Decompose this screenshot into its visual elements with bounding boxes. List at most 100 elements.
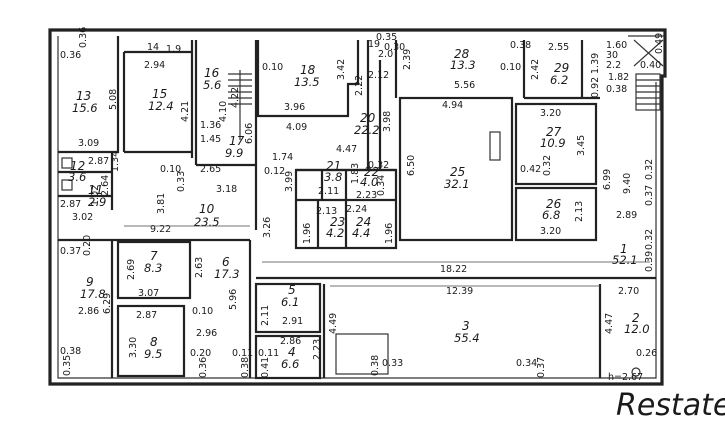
room-number: 4 bbox=[288, 345, 296, 359]
dimension-label: 0.38 bbox=[240, 357, 251, 378]
dimension-label: 0.36 bbox=[60, 50, 81, 61]
room-area: 3.8 bbox=[324, 170, 342, 184]
outer-wall bbox=[48, 28, 667, 386]
dimension-label: 12.39 bbox=[446, 286, 473, 297]
room-number: 29 bbox=[554, 61, 569, 75]
staircase-right bbox=[628, 35, 664, 111]
dimension-label: 4.09 bbox=[286, 122, 307, 133]
dimension-label: 0.42 bbox=[520, 164, 541, 175]
dimension-label: 1.74 bbox=[272, 152, 293, 163]
dimension-label: 1.60 bbox=[606, 40, 627, 51]
dimension-label: 2.87 bbox=[60, 199, 81, 210]
dimension-label: 0.32 bbox=[542, 155, 553, 176]
dimension-label: 2.11 bbox=[260, 305, 271, 326]
dimension-label: 2.23 bbox=[312, 339, 323, 360]
room-area: 10.9 bbox=[540, 136, 566, 150]
room-area: 1.9 bbox=[166, 44, 181, 55]
dimension-label: 3.20 bbox=[540, 108, 561, 119]
room-number: 11 bbox=[88, 183, 103, 197]
dimension-label: 4.22 bbox=[230, 87, 241, 108]
dimension-label: 0.36 bbox=[198, 357, 209, 378]
dimension-label: 2.94 bbox=[144, 60, 165, 71]
dimension-label: 6.29 bbox=[102, 293, 113, 314]
room-area: 13.5 bbox=[294, 75, 320, 89]
room-area: 4.2 bbox=[326, 226, 344, 240]
dimension-label: 0.35 bbox=[62, 355, 73, 376]
dimension-label: 0.10 bbox=[500, 62, 521, 73]
dimension-label: 2.89 bbox=[616, 210, 637, 221]
dimension-label: 0.37 bbox=[60, 246, 81, 257]
room-number: 27 bbox=[546, 125, 562, 139]
dimension-label: 3.42 bbox=[336, 59, 347, 80]
room-area: 6.1 bbox=[281, 295, 299, 309]
dimension-label: 2.70 bbox=[618, 286, 639, 297]
dimension-label: 3.98 bbox=[382, 111, 393, 132]
room-number: 13 bbox=[76, 89, 91, 103]
room-number: 26 bbox=[546, 197, 562, 211]
dimension-label: 0.92 bbox=[590, 77, 601, 98]
room-number: 3 bbox=[462, 319, 470, 333]
dimension-label: 3.99 bbox=[284, 171, 295, 192]
room-area: 12.0 bbox=[624, 322, 650, 336]
dimension-label: 0.20 bbox=[190, 348, 211, 359]
dimension-label: 2.86 bbox=[78, 306, 99, 317]
dimension-label: 2.23 bbox=[356, 190, 377, 201]
dimension-label: 3.45 bbox=[576, 135, 587, 156]
dimension-label: 0.30 bbox=[384, 42, 405, 53]
dimension-label: 2.96 bbox=[196, 328, 217, 339]
room-area: 3.6 bbox=[68, 170, 86, 184]
dimension-label: 0.33 bbox=[176, 171, 187, 192]
room-area: 4.4 bbox=[352, 226, 370, 240]
dimension-label: 5.56 bbox=[454, 80, 475, 91]
room-number: 28 bbox=[454, 47, 470, 61]
dimension-label: 0.40 bbox=[640, 60, 661, 71]
room-area: 6.2 bbox=[550, 73, 568, 87]
dimension-label: 3.02 bbox=[72, 212, 93, 223]
room-area: 2.0 bbox=[378, 49, 393, 60]
room-number: 21 bbox=[326, 159, 341, 173]
dimension-label: 2.63 bbox=[194, 257, 205, 278]
room-number: 12 bbox=[70, 159, 85, 173]
dimension-label: 3.09 bbox=[78, 138, 99, 149]
dimension-label: 2.11 bbox=[318, 186, 339, 197]
room-area: 15.6 bbox=[72, 101, 98, 115]
dimension-label: 9.22 bbox=[150, 224, 171, 235]
dimension-labels: 0.36 0.36 2.94 5.08 3.09 4.21 0.10 3.42 … bbox=[60, 27, 665, 383]
dimension-label: 0.11 bbox=[258, 348, 279, 359]
room-area: 52.1 bbox=[612, 253, 638, 267]
dimension-lines bbox=[124, 225, 650, 287]
dimension-label: 0.38 bbox=[606, 84, 627, 95]
dimension-label: 4.47 bbox=[604, 313, 615, 334]
dimension-label: h=2.67 bbox=[608, 372, 643, 383]
dimension-label: 6.06 bbox=[244, 123, 255, 144]
dimension-label: 1.82 bbox=[608, 72, 629, 83]
room-area: 6.6 bbox=[281, 357, 299, 371]
room-number: 14 bbox=[147, 42, 159, 53]
dimension-label: 0.34 bbox=[376, 175, 387, 196]
dimension-label: 4.49 bbox=[328, 313, 339, 334]
room-area: 4.0 bbox=[360, 175, 378, 189]
dimension-label: 4.21 bbox=[180, 101, 191, 122]
room-number: 18 bbox=[300, 63, 316, 77]
room-number: 16 bbox=[204, 66, 220, 80]
dimension-label: 2.55 bbox=[548, 42, 569, 53]
dimension-label: 0.10 bbox=[192, 306, 213, 317]
dimension-label: 0.26 bbox=[636, 348, 657, 359]
dimension-label: 0.10 bbox=[160, 164, 181, 175]
dimension-label: 1.96 bbox=[384, 223, 395, 244]
room-area: 8.3 bbox=[144, 261, 162, 275]
dimension-label: 0.37 bbox=[536, 357, 547, 378]
dimension-label: 0.33 bbox=[382, 358, 403, 369]
dimension-label: 2.64 bbox=[100, 175, 111, 196]
dimension-label: 3.20 bbox=[540, 226, 561, 237]
dimension-label: 0.10 bbox=[262, 62, 283, 73]
room-area: 2.9 bbox=[88, 195, 106, 209]
room-area: 55.4 bbox=[454, 331, 480, 345]
dimension-label: 6.99 bbox=[602, 169, 613, 190]
room-number: 10 bbox=[199, 202, 215, 216]
dimension-label: 3.18 bbox=[216, 184, 237, 195]
interior-walls bbox=[58, 36, 656, 380]
dimension-label: 5.96 bbox=[228, 289, 239, 310]
room-number: 9 bbox=[86, 275, 94, 289]
room-number: 20 bbox=[360, 111, 376, 125]
